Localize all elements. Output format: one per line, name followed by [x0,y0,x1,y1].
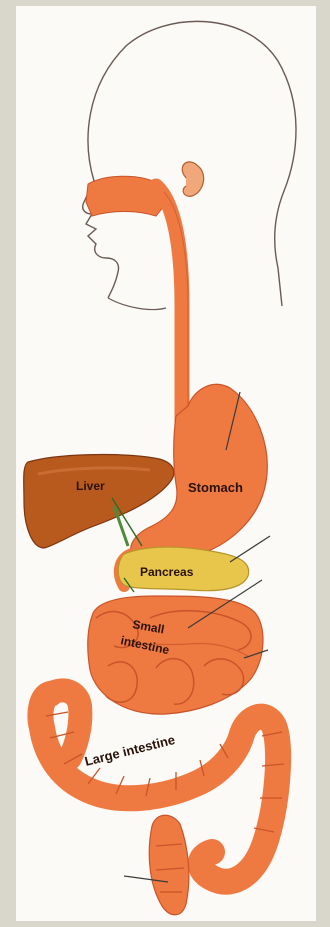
large-intestine-label: Large intestine [83,732,176,769]
pancreas-leader [230,536,270,562]
diagram-panel: Liver Stomach Pancreas Small intestine L… [16,6,316,921]
chin-line [108,298,166,310]
liver-label: Liver [76,479,105,493]
ear [182,162,203,196]
rectum [149,815,189,915]
stomach-label: Stomach [188,480,243,495]
digestive-system-diagram: Liver Stomach Pancreas Small intestine L… [16,6,316,921]
pancreas-label: Pancreas [140,565,194,579]
small-intestine-base [88,596,263,714]
